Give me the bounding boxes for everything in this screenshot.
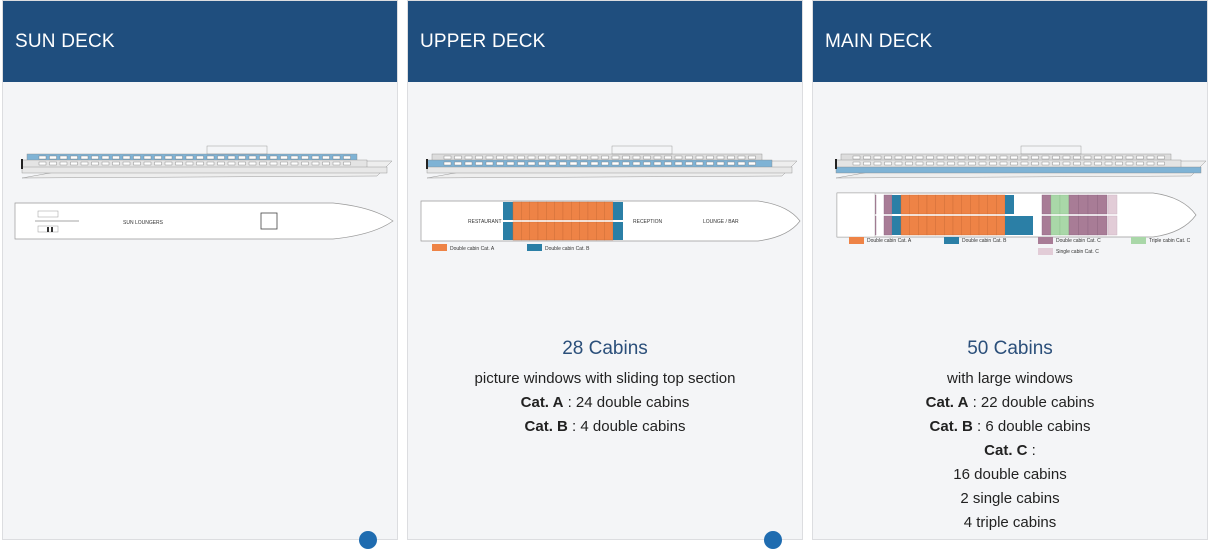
cabin-subtitle: with large windows [947,370,1073,387]
main-deck-card: MAIN DECK Double cabin Cat. A Double cab… [812,0,1208,540]
card-header: MAIN DECK [813,1,1207,82]
cat-c-single: 2 single cabins [960,490,1060,507]
room-lounge-bar: LOUNGE / BAR [703,219,739,225]
cat-a-line: Cat. A : 22 double cabins [925,394,1095,411]
cat-b-line: Cat. B : 4 double cabins [524,418,686,435]
legend-cat-a: Double cabin Cat. A [867,238,912,244]
deck-plan: RESTAURANT RECEPTION LOUNGE / BAR [420,200,801,242]
ship-profile [835,145,1207,179]
legend: Double cabin Cat. A Double cabin Cat. B … [849,237,1191,255]
cabin-subtitle: picture windows with sliding top section [474,370,736,387]
room-reception: RECEPTION [633,219,663,225]
cabin-info: 50 Cabins with large windows Cat. A : 22… [813,337,1207,535]
deck-plan [836,192,1197,238]
deck-title: MAIN DECK [825,30,933,52]
legend-cat-c-double: Double cabin Cat. C [1056,238,1101,244]
card-header: SUN DECK [3,1,397,82]
more-info-button[interactable] [764,531,782,549]
card-header: UPPER DECK [408,1,802,82]
ship-profile [426,145,798,179]
cat-c-triple: 4 triple cabins [963,514,1057,531]
upper-deck-card: UPPER DECK RESTAURANT RECEPTION LOUNGE /… [407,0,803,549]
more-info-button[interactable] [359,531,377,549]
legend-cat-a: Double cabin Cat. A [450,246,495,252]
legend: Double cabin Cat. A Double cabin Cat. B [432,244,590,252]
sun-deck-plan: SUN LOUNGERS [14,145,394,240]
cat-b-line: Cat. B : 6 double cabins [929,418,1091,435]
sun-deck-card: SUN DECK SUN LOUNGERS [2,0,398,549]
deck-title: SUN DECK [15,30,115,52]
cabin-info: 28 Cabins picture windows with sliding t… [408,337,802,439]
main-deck-plan: Double cabin Cat. A Double cabin Cat. B … [835,145,1207,255]
deck-title: UPPER DECK [420,30,546,52]
sun-loungers-label: SUN LOUNGERS [123,220,164,226]
room-restaurant: RESTAURANT [468,219,502,225]
cabin-count: 28 Cabins [562,338,648,359]
cat-a-line: Cat. A : 24 double cabins [520,394,690,411]
deck-plan: SUN LOUNGERS [14,202,394,240]
upper-deck-plan: RESTAURANT RECEPTION LOUNGE / BAR Double… [420,145,801,252]
legend-cat-c-single: Single cabin Cat. C [1056,249,1099,255]
legend-cat-b: Double cabin Cat. B [962,238,1007,244]
legend-cat-c-triple: Triple cabin Cat. C [1149,238,1191,244]
ship-profile [21,145,393,179]
cat-c-line: Cat. C : [984,442,1036,459]
cat-c-double: 16 double cabins [953,466,1067,483]
legend-cat-b: Double cabin Cat. B [545,246,590,252]
cabin-count: 50 Cabins [967,338,1053,359]
